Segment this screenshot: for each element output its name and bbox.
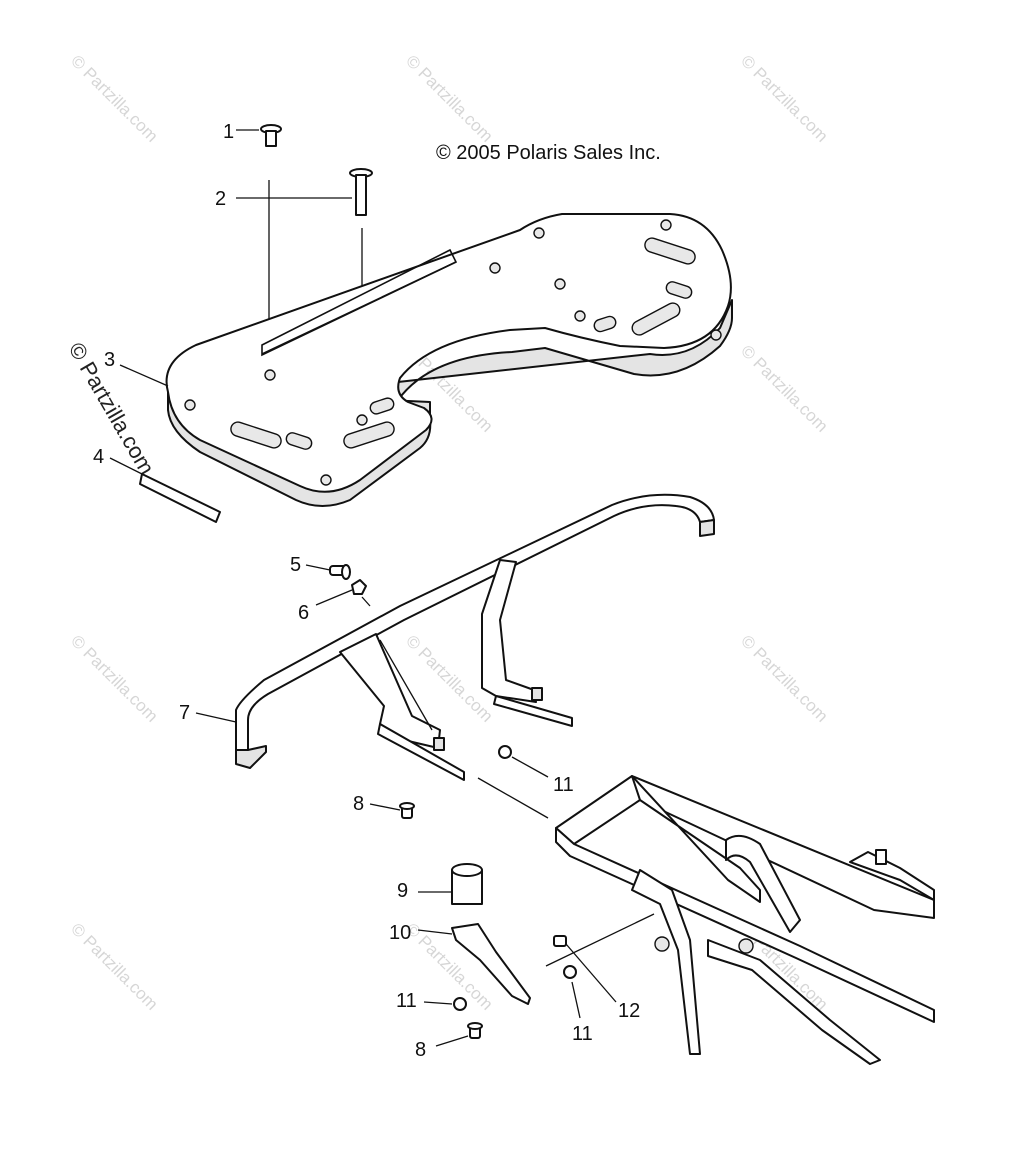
watermark: © Partzilla.com bbox=[402, 51, 496, 145]
part-2-long-bolt bbox=[349, 168, 373, 216]
watermark: © Partzilla.com bbox=[737, 631, 831, 725]
callout-11: 11 bbox=[572, 1023, 593, 1045]
part-3-rack-plate bbox=[165, 213, 733, 507]
watermark: © Partzilla.com bbox=[737, 51, 831, 145]
watermark: © Partzilla.com bbox=[67, 919, 161, 1013]
callout-10: 10 bbox=[389, 922, 411, 944]
callout-1: 1 bbox=[223, 121, 234, 143]
part-8-bolt bbox=[399, 802, 415, 819]
part-12-bolt bbox=[553, 935, 567, 947]
part-8-bolt bbox=[467, 1022, 483, 1039]
callout-2: 2 bbox=[215, 188, 226, 210]
vehicle-frame bbox=[555, 775, 935, 1065]
callout-5: 5 bbox=[290, 554, 301, 576]
copyright-notice: © 2005 Polaris Sales Inc. bbox=[436, 142, 661, 164]
part-11-nut bbox=[453, 997, 467, 1011]
part-11-nut bbox=[498, 745, 512, 759]
part-4-strip bbox=[139, 473, 221, 523]
part-7-rack-frame bbox=[235, 493, 715, 781]
watermark: © Partzilla.com bbox=[67, 51, 161, 145]
callout-3: 3 bbox=[104, 349, 115, 371]
callout-11: 11 bbox=[553, 774, 574, 796]
callout-11: 11 bbox=[396, 990, 417, 1012]
callout-7: 7 bbox=[179, 702, 190, 724]
watermark: © Partzilla.com bbox=[67, 631, 161, 725]
part-9-spacer bbox=[451, 863, 483, 905]
callout-12: 12 bbox=[618, 1000, 640, 1022]
callout-labels: 1 2 3 4 5 6 7 8 11 9 10 11 12 11 8 bbox=[93, 121, 640, 1061]
callout-9: 9 bbox=[397, 880, 408, 902]
watermark-layer: © Partzilla.com © Partzilla.com © Partzi… bbox=[64, 51, 832, 1013]
part-1-bolt bbox=[260, 124, 282, 147]
callout-4: 4 bbox=[93, 446, 104, 468]
watermark: © Partzilla.com bbox=[737, 341, 831, 435]
callout-6: 6 bbox=[298, 602, 309, 624]
part-5-bolt bbox=[329, 564, 351, 580]
part-11-nut bbox=[563, 965, 577, 979]
part-10-bracket bbox=[451, 923, 531, 1005]
callout-8: 8 bbox=[353, 793, 364, 815]
callout-8: 8 bbox=[415, 1039, 426, 1061]
part-6-nut bbox=[351, 579, 367, 595]
